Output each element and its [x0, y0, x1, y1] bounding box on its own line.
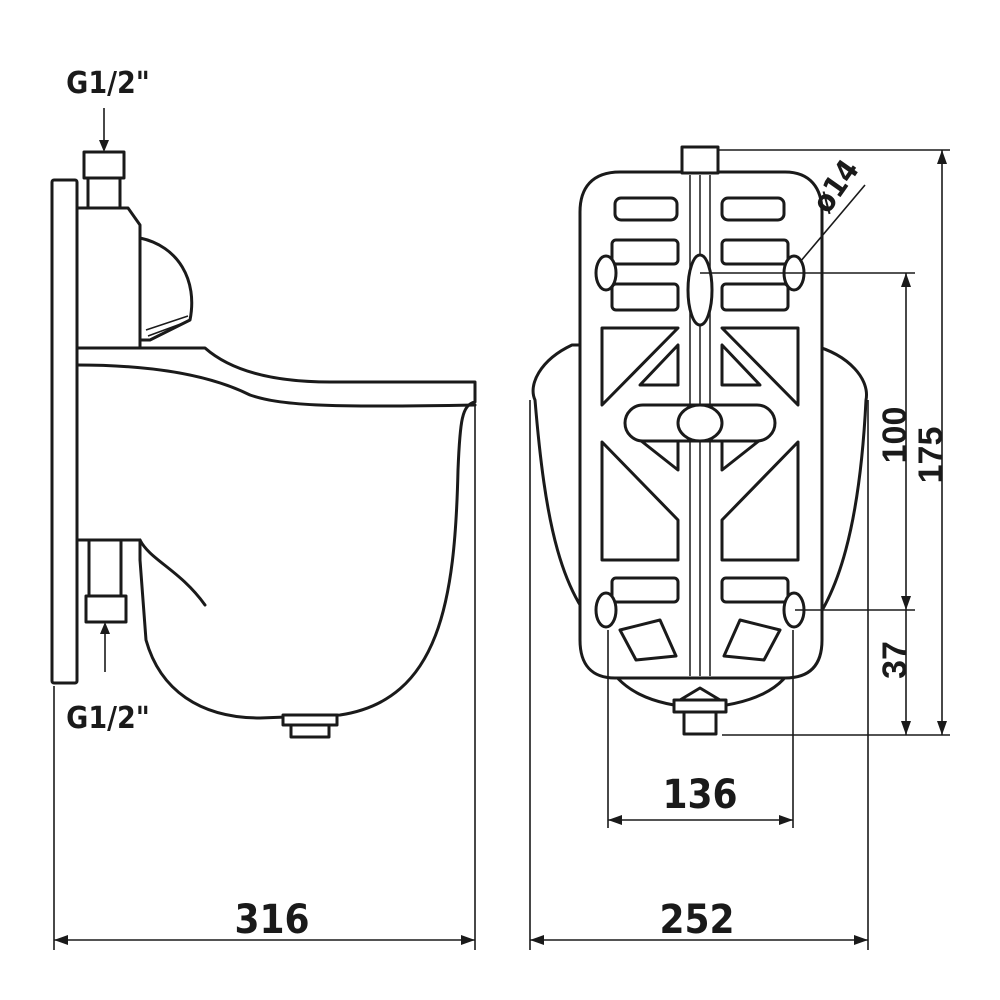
bowl-rim: [75, 363, 477, 408]
valve-detail: [145, 315, 189, 337]
side-width-arrow-right: [461, 935, 475, 945]
top-inlet-stem: [86, 176, 122, 210]
side-width-label: 316: [234, 897, 309, 943]
hole-hspacing-arrow-left: [608, 815, 622, 825]
hole-vspacing-label: 100: [876, 407, 914, 464]
front-top-inlet: [680, 145, 720, 175]
front-drain-flange: [672, 698, 728, 714]
height-arrow-bottom: [937, 721, 947, 735]
bottom-inlet-thread: [84, 594, 128, 624]
mount-hole-top-left: [594, 254, 618, 292]
bottom-inlet-arrowhead: [100, 622, 110, 634]
bowl-body: [75, 346, 477, 720]
front-width-label: 252: [659, 897, 734, 943]
top-inlet-label: G1/2": [66, 66, 150, 101]
hole-vspacing-arrow-bottom: [901, 596, 911, 610]
upper-housing: [75, 206, 142, 350]
hole-hspacing-label: 136: [662, 772, 737, 818]
hole-hspacing-arrow-right: [779, 815, 793, 825]
hole-diameter-leader: [799, 184, 866, 263]
height-arrow-top: [937, 150, 947, 164]
front-width-arrow-right: [854, 935, 868, 945]
hole-vspacing-arrow-top: [901, 273, 911, 287]
water-channel: [623, 253, 777, 443]
valve-body: [138, 236, 194, 342]
wall-plate: [50, 178, 79, 685]
side-view: G1/2" G1/2" 316: [50, 66, 477, 950]
front-view: ø14 175 100 37 136 252: [529, 145, 950, 950]
bottom-inlet-stem: [87, 538, 123, 598]
top-inlet-thread: [82, 150, 126, 180]
bottom-offset-label: 37: [876, 641, 914, 679]
front-drain-body: [682, 710, 718, 736]
rib-slots-left: [600, 196, 680, 662]
bottom-offset-arrow: [901, 721, 911, 735]
bowl-inner-line: [138, 538, 207, 607]
center-boss: [686, 253, 714, 327]
height-label: 175: [912, 427, 950, 484]
drain-plug-body: [289, 723, 331, 739]
mount-hole-bottom-left: [594, 591, 618, 629]
top-inlet-arrowhead: [99, 140, 109, 152]
side-width-arrow-left: [54, 935, 68, 945]
front-width-arrow-left: [530, 935, 544, 945]
bottom-inlet-label: G1/2": [66, 701, 150, 736]
